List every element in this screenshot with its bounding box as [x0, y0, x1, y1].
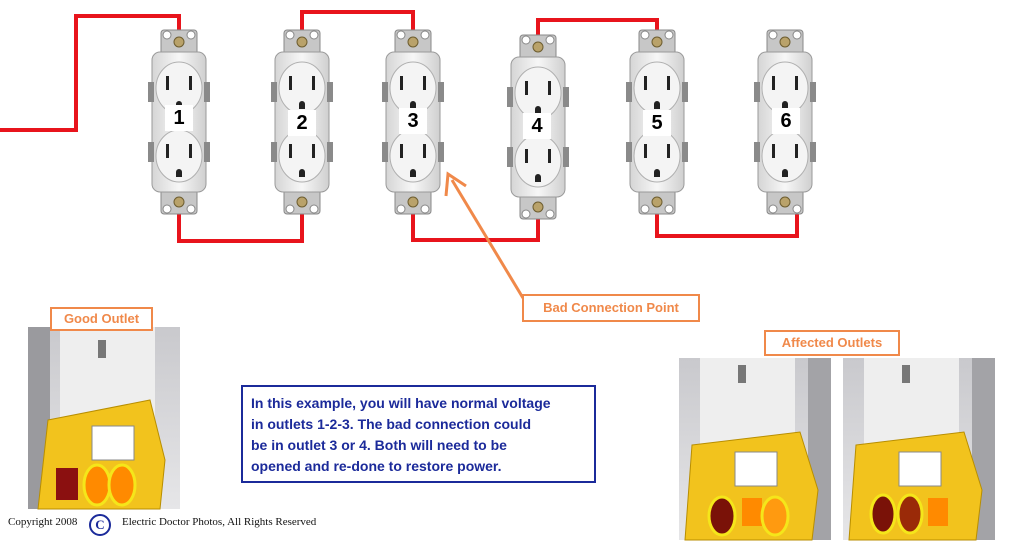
affected-outlets-callout: Affected Outlets	[764, 330, 900, 356]
note-line-2: in outlets 1-2-3. The bad connection cou…	[251, 416, 532, 432]
copyright-icon: C	[89, 514, 111, 536]
note-line-3: be in outlet 3 or 4. Both will need to b…	[251, 437, 507, 453]
feed-wire	[0, 14, 181, 132]
credit-text: Electric Doctor Photos, All Rights Reser…	[122, 516, 317, 528]
outlet-label-5: 5	[643, 110, 671, 136]
outlet-label-2: 2	[288, 110, 316, 136]
copyright-text: Copyright 2008	[8, 516, 78, 528]
outlet-label-1: 1	[165, 105, 193, 131]
good-outlet-photo	[28, 327, 180, 510]
note-line-4: opened and re-done to restore power.	[251, 458, 502, 474]
note-line-1: In this example, you will have normal vo…	[251, 395, 551, 411]
outlet-label-4: 4	[523, 113, 551, 139]
explanation-note: In this example, you will have normal vo…	[241, 385, 596, 483]
wire-3-4	[411, 192, 540, 242]
wire-1-2	[177, 192, 304, 243]
arrow-icon	[444, 171, 525, 299]
outlet-label-3: 3	[399, 108, 427, 134]
good-outlet-callout: Good Outlet	[50, 307, 153, 331]
outlet-label-6: 6	[772, 108, 800, 134]
bad-connection-callout: Bad Connection Point	[522, 294, 700, 322]
affected-outlet-photo-2	[843, 358, 995, 541]
affected-outlet-photo-1	[679, 358, 831, 541]
